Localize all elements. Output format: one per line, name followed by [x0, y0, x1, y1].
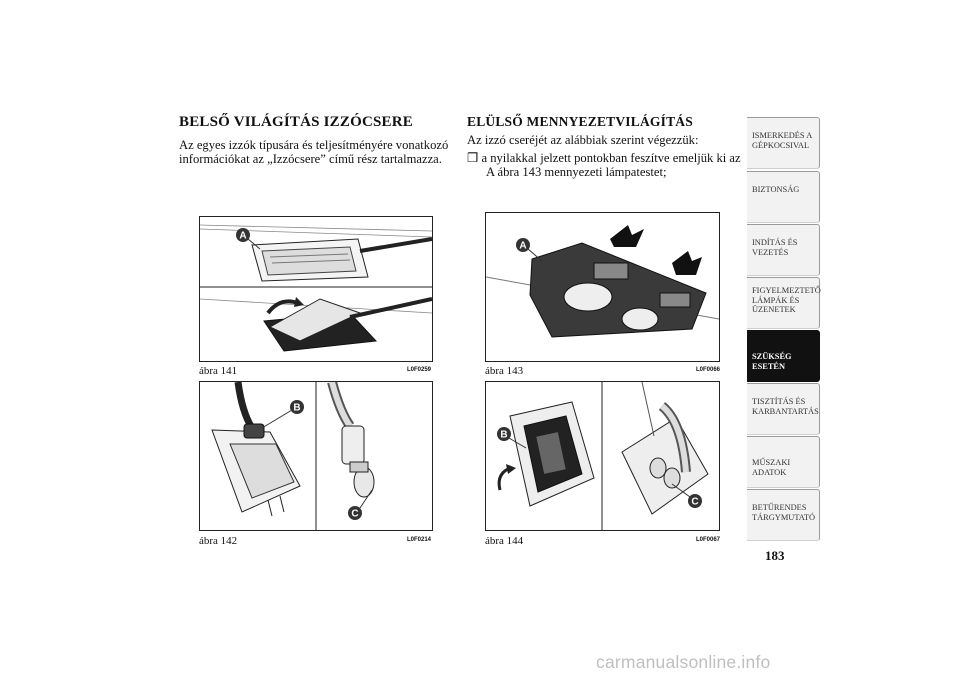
tab-label: BIZTONSÁG	[752, 185, 800, 194]
tab-label: ISMERKEDÉS A GÉPKOCSIVAL	[752, 131, 813, 150]
tab-label: TISZTÍTÁS ÉS KARBANTARTÁS	[752, 397, 819, 416]
tab-inditas[interactable]: INDÍTÁS ÉS VEZETÉS	[747, 224, 820, 276]
figure-141-callout-a: A	[239, 231, 246, 242]
figure-144-callout-c: C	[691, 497, 698, 508]
figure-142-image: B C	[199, 381, 433, 531]
tab-biztonsag[interactable]: BIZTONSÁG	[747, 171, 820, 223]
bullet-item: ❒ a nyilakkal jelzett pontokban feszítve…	[467, 151, 741, 179]
figure-143-image: A	[485, 212, 720, 362]
tab-tisztitas[interactable]: TISZTÍTÁS ÉS KARBANTARTÁS	[747, 383, 820, 435]
tab-label: INDÍTÁS ÉS VEZETÉS	[752, 238, 798, 257]
section-title-right: ELÜLSŐ MENNYEZETVILÁGÍTÁS	[467, 114, 693, 129]
tab-label: BETŰRENDES TÁRGYMUTATÓ	[752, 503, 816, 522]
tab-muszaki-adatok[interactable]: MŰSZAKI ADATOK	[747, 436, 820, 488]
tab-ismerkedes[interactable]: ISMERKEDÉS A GÉPKOCSIVAL	[747, 117, 820, 169]
figure-144-code: L0F0067	[696, 537, 721, 543]
figure-143-code: L0F0066	[696, 367, 721, 373]
watermark: carmanualsonline.info	[596, 652, 771, 672]
figure-141-image: A	[199, 216, 433, 362]
figure-144-caption: ábra 144	[485, 535, 524, 547]
figure-143-callout-a: A	[519, 241, 526, 252]
tab-label: SZÜKSÉG ESETÉN	[752, 352, 792, 371]
figure-141-caption: ábra 141	[199, 365, 238, 377]
tab-szukseg-eseten[interactable]: SZÜKSÉG ESETÉN	[747, 330, 820, 382]
section-title-left: BELSŐ VILÁGÍTÁS IZZÓCSERE	[179, 114, 413, 130]
intro-line-2: információkat az „Izzócsere” című rész t…	[179, 151, 442, 166]
intro-paragraph-left: Az egyes izzók típusára és teljesítményé…	[179, 138, 449, 166]
figure-141-code: L0F0259	[407, 367, 432, 373]
tab-figyelmezteto[interactable]: FIGYELMEZTETŐ LÁMPÁK ÉS ÜZENETEK	[747, 277, 821, 329]
figure-144-image: B C	[485, 381, 720, 531]
tab-targymutato[interactable]: BETŰRENDES TÁRGYMUTATÓ	[747, 489, 820, 541]
tab-label: MŰSZAKI ADATOK	[752, 458, 791, 477]
figure-142-code: L0F0214	[407, 537, 432, 543]
figure-143-caption: ábra 143	[485, 365, 524, 377]
intro-line-1: Az egyes izzók típusára és teljesítményé…	[179, 138, 449, 152]
figure-144-callout-b: B	[500, 430, 507, 441]
bullet-marker: ❒	[467, 151, 479, 165]
bullet-line-1: a nyilakkal jelzett pontokban feszítve e…	[481, 151, 741, 165]
intro-paragraph-right: Az izzó cseréjét az alábbiak szerint vég…	[467, 133, 699, 147]
bullet-line-2: A ábra 143 mennyezeti lámpatestet;	[486, 164, 667, 179]
figure-142-caption: ábra 142	[199, 535, 238, 547]
page-number: 183	[765, 548, 785, 563]
tab-label: FIGYELMEZTETŐ LÁMPÁK ÉS ÜZENETEK	[752, 286, 821, 314]
figure-142-callout-c: C	[351, 509, 358, 520]
figure-142-callout-b: B	[293, 403, 300, 414]
